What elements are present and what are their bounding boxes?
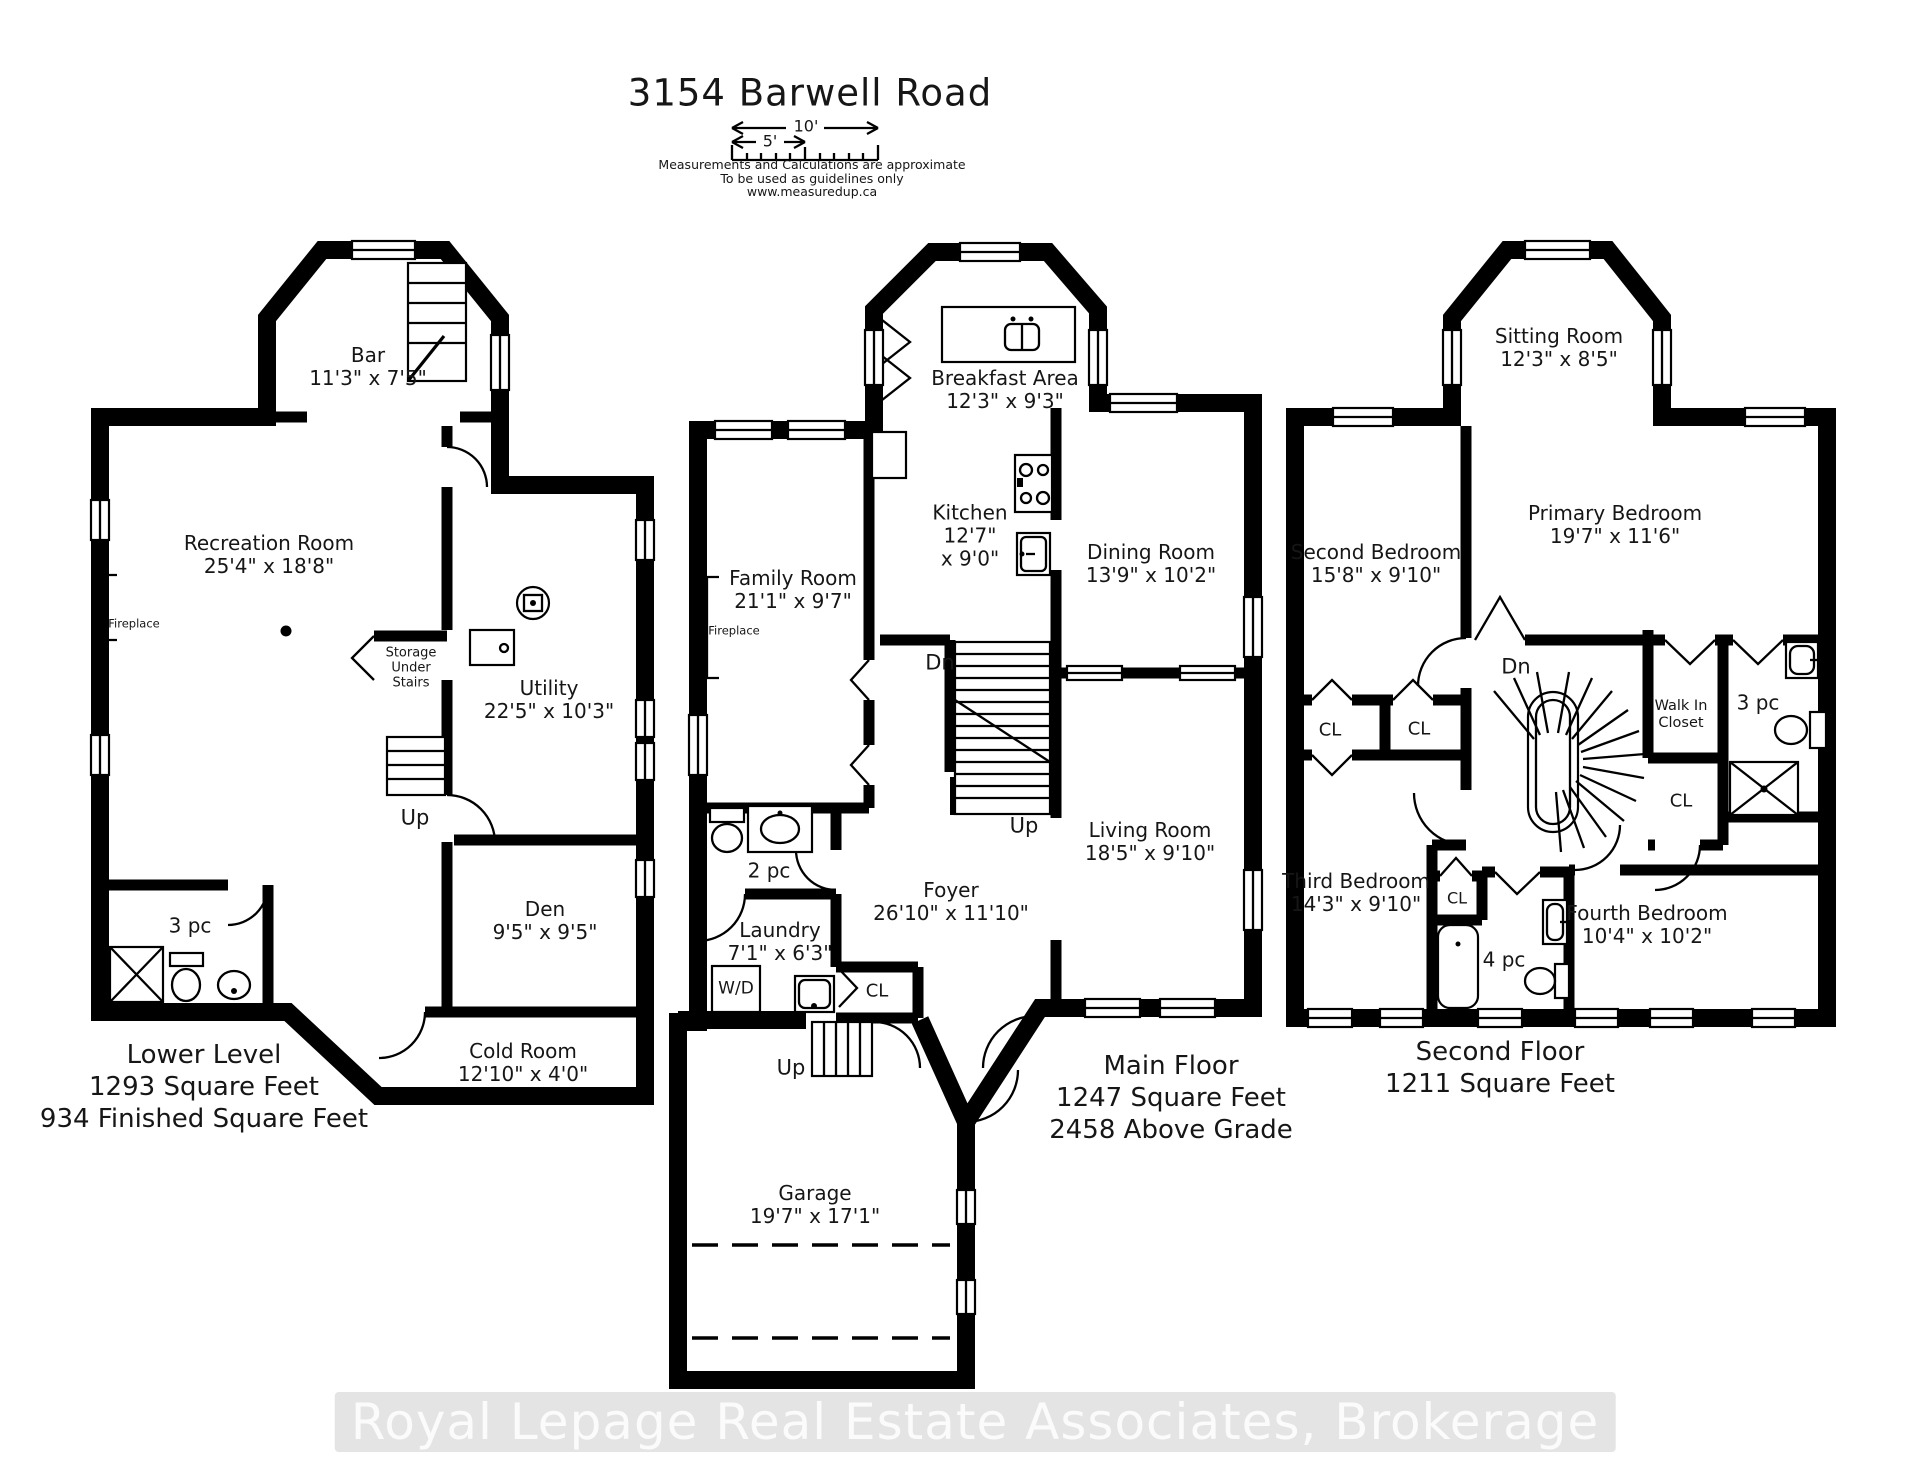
room-label-primary-bedroom: Primary Bedroom 19'7" x 11'6" <box>1527 501 1703 548</box>
label-closet-2: CL <box>1407 718 1431 740</box>
stairs-icon <box>385 735 447 797</box>
label-washer-dryer: W/D <box>718 978 754 999</box>
garage-stairs-icon <box>810 1020 874 1078</box>
door-swings <box>1311 594 1784 896</box>
label-2pc: 2 pc <box>747 858 791 883</box>
shower-icon <box>108 945 165 1004</box>
caption-lower-level: Lower Level 1293 Square Feet 934 Finishe… <box>39 1040 369 1134</box>
room-label-family: Family Room 21'1" x 9'7" <box>729 566 857 613</box>
label-3pc-second: 3 pc <box>1736 690 1780 715</box>
label-dn-second: Dn <box>1501 654 1531 679</box>
windows <box>89 239 656 899</box>
washer-icon <box>468 628 516 667</box>
caption-main-floor: Main Floor 1247 Square Feet 2458 Above G… <box>1049 1051 1293 1145</box>
stove-icon <box>1013 453 1054 514</box>
door-swings <box>227 445 497 1060</box>
toilet-icon <box>1773 710 1828 750</box>
room-label-den: Den 9'5" x 9'5" <box>492 897 598 944</box>
room-label-garage: Garage 19'7" x 17'1" <box>749 1181 881 1228</box>
label-fireplace-lower: Fireplace <box>108 616 160 631</box>
label-closet-3: CL <box>1669 790 1693 812</box>
sink-icon <box>1015 531 1052 577</box>
interior-walls <box>1295 426 1827 1018</box>
page-title: 3154 Barwell Road <box>627 71 993 115</box>
room-label-recreation: Recreation Room 25'4" x 18'8" <box>183 531 355 578</box>
bathtub-icon <box>1436 923 1480 1010</box>
label-storage-under-stairs: Storage Under Stairs <box>385 645 437 691</box>
toilet-icon <box>708 806 746 854</box>
shower-icon <box>1728 760 1800 817</box>
water-heater-icon <box>515 585 551 621</box>
label-closet-main: CL <box>865 980 889 1002</box>
label-walk-in-closet: Walk In Closet <box>1654 698 1708 731</box>
label-dn-main: Dn <box>925 650 955 675</box>
label-3pc-lower: 3 pc <box>168 913 212 938</box>
room-label-dining: Dining Room 13'9" x 10'2" <box>1085 540 1217 587</box>
vanity-sink-icon <box>746 804 814 854</box>
fireplace-icon <box>102 573 117 642</box>
curved-stairs-icon <box>1493 671 1646 853</box>
scale-bar <box>730 120 880 162</box>
fireplace-icon <box>705 575 719 680</box>
label-fireplace-main: Fireplace <box>708 623 760 638</box>
door-swings <box>697 315 1036 1124</box>
kitchen-island <box>940 305 1077 364</box>
room-label-kitchen: Kitchen 12'7" x 9'0" <box>932 500 1008 571</box>
label-closet-1: CL <box>1318 719 1342 741</box>
room-label-laundry: Laundry 7'1" x 6'3" <box>727 918 833 965</box>
room-label-cold-room: Cold Room 12'10" x 4'0" <box>457 1039 589 1086</box>
windows <box>1306 239 1807 1029</box>
caption-second-floor: Second Floor 1211 Square Feet <box>1385 1037 1615 1099</box>
room-label-foyer: Foyer 26'10" x 11'10" <box>873 878 1029 925</box>
interior-walls <box>100 411 645 1018</box>
disclaimer: Measurements and Calculations are approx… <box>658 156 966 199</box>
sink-icon <box>1541 898 1569 946</box>
brokerage-watermark: Royal Lepage Real Estate Associates, Bro… <box>334 1392 1616 1452</box>
toilet-icon <box>168 951 205 1003</box>
room-label-breakfast: Breakfast Area 12'3" x 9'3" <box>931 366 1079 413</box>
garage-door <box>692 1243 950 1340</box>
scale-label-10: 10' <box>793 116 819 136</box>
label-up-lower: Up <box>400 805 430 830</box>
label-4pc: 4 pc <box>1482 947 1526 972</box>
sink-icon <box>1784 640 1820 680</box>
room-label-utility: Utility 22'5" x 10'3" <box>483 676 615 723</box>
room-label-living: Living Room 18'5" x 9'10" <box>1084 818 1216 865</box>
room-label-fourth-bedroom: Fourth Bedroom 10'4" x 10'2" <box>1566 901 1728 948</box>
column-dot <box>280 625 292 637</box>
main-floor-plan <box>669 241 1264 1389</box>
bar-stairs-icon <box>406 261 468 383</box>
label-up-main: Up <box>1009 813 1039 838</box>
fridge-icon <box>870 430 908 480</box>
room-label-sitting: Sitting Room 12'3" x 8'5" <box>1494 324 1624 371</box>
laundry-tub-icon <box>793 974 836 1014</box>
label-closet-4: CL <box>1446 888 1468 908</box>
windows <box>687 241 1264 1316</box>
label-up-garage: Up <box>776 1055 806 1080</box>
room-label-bar: Bar 11'3" x 7'5" <box>309 343 427 390</box>
toilet-icon <box>1523 962 1571 1000</box>
stairs-icon <box>953 640 1052 816</box>
lower-level-plan <box>89 239 656 1105</box>
room-label-second-bedroom: Second Bedroom 15'8" x 9'10" <box>1290 540 1462 587</box>
room-label-third-bedroom: Third Bedroom 14'3" x 9'10" <box>1282 869 1430 916</box>
sink-icon <box>216 969 252 1001</box>
washer-dryer-box <box>710 964 762 1014</box>
second-floor-plan <box>1286 239 1836 1029</box>
scale-label-5: 5' <box>762 131 778 151</box>
